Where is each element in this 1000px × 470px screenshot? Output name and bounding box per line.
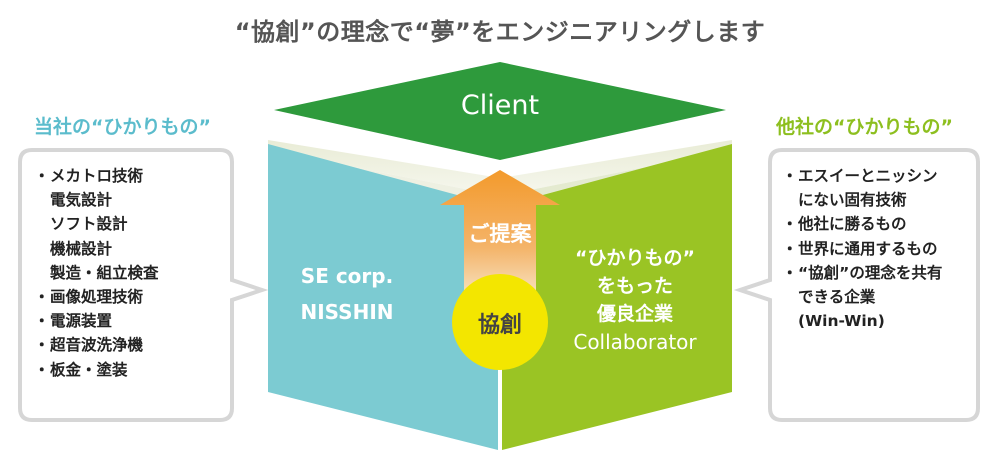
co-creation-circle [452,274,548,370]
list-item: “協創”の理念を共有 [782,261,942,285]
list-item: 機械設計 [50,239,113,258]
co-creation-label: 協創 [477,313,522,338]
left-item-list: メカトロ技術 電気設計 ソフト設計 機械設計 製造・組立検査 画像処理技術 電源… [34,164,159,382]
se-label-line2: NISSHIN [300,300,394,324]
se-label-line1: SE corp. [300,264,394,288]
collaborator-line1: “ひかりもの” [575,247,695,269]
collaborator-face [502,144,732,450]
collaborator-line2: をもった [596,275,673,297]
right-heading: 他社の“ひかりもの” [776,116,953,138]
list-item: メカトロ技術 [34,164,159,188]
diagram-title: “協創”の理念で“夢”をエンジニアリングします [234,18,766,46]
se-label: SE corp. NISSHIN [272,258,422,330]
client-diamond [274,62,726,160]
list-item: 製造・組立検査 [50,263,159,282]
collaborator-label: Collaborator [573,330,697,354]
client-label: Client [460,90,540,121]
proposal-label: ご提案 [468,222,532,246]
list-item: (Win-Win) [798,312,885,331]
collaborator-description: “ひかりもの” をもった 優良企業 [555,244,715,328]
right-item-list: エスイーとニッシン にない固有技術 他社に勝るもの 世界に通用するもの “協創”… [782,164,942,333]
list-item: 板金・塗装 [34,358,159,382]
proposal-arrow [440,170,560,300]
list-item: 画像処理技術 [34,285,159,309]
collaborator-line3: 優良企業 [596,303,673,325]
list-item: エスイーとニッシン [782,164,942,188]
left-heading: 当社の“ひかりもの” [34,116,211,138]
list-item: 他社に勝るもの [782,212,942,236]
list-item: 世界に通用するもの [782,237,942,261]
se-face [268,144,498,450]
list-item: ソフト設計 [50,215,128,234]
list-item: 超音波洗浄機 [34,333,159,357]
list-item: 電気設計 [50,191,113,210]
list-item: にない固有技術 [798,191,907,210]
list-item: できる企業 [798,288,876,307]
list-item: 電源装置 [34,309,159,333]
